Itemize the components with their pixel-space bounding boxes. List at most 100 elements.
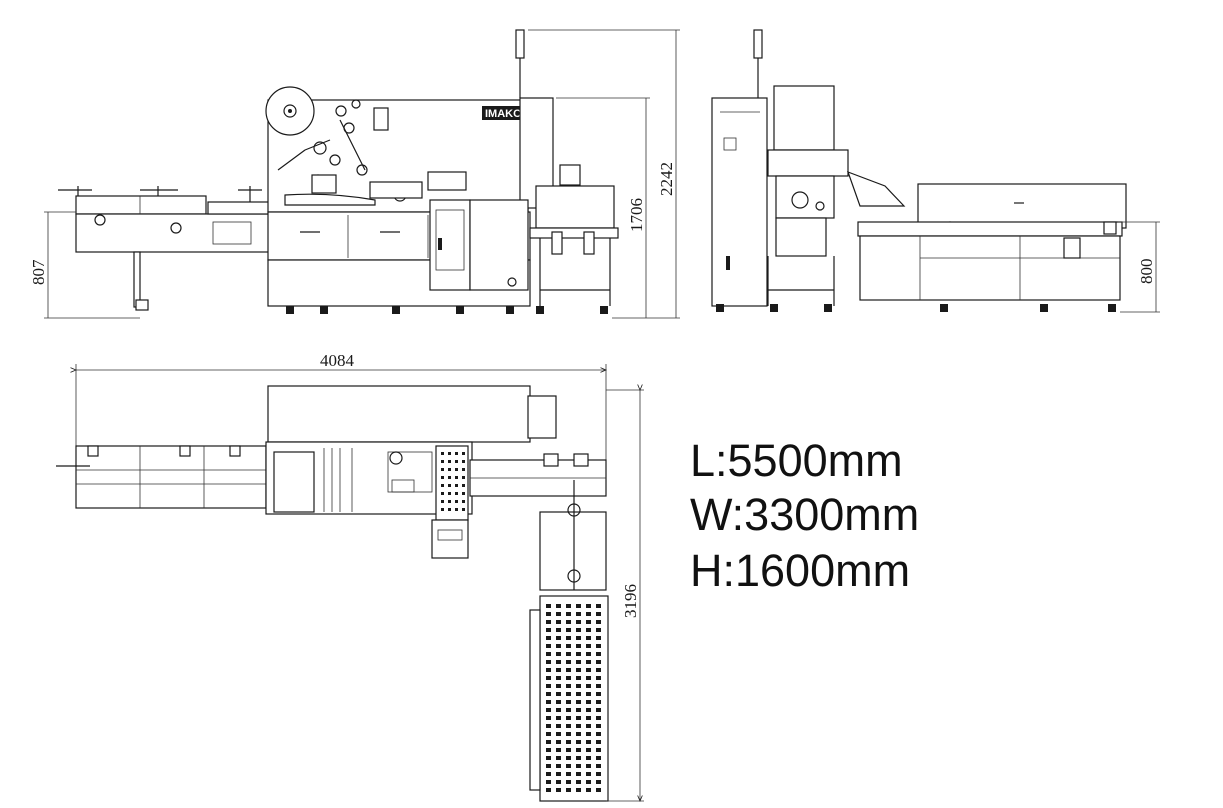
- vent-slot: [596, 652, 601, 656]
- panel-dot: [462, 500, 465, 503]
- panel-dot: [455, 452, 458, 455]
- panel-dot: [441, 484, 444, 487]
- vent-slot: [546, 628, 551, 632]
- vent-slot: [576, 604, 581, 608]
- vent-slot: [546, 732, 551, 736]
- vent-slot: [576, 748, 581, 752]
- vent-slot: [546, 740, 551, 744]
- vent-slot: [596, 764, 601, 768]
- panel-dot: [441, 460, 444, 463]
- vent-slot: [576, 668, 581, 672]
- vent-slot: [546, 612, 551, 616]
- vent-slot: [566, 644, 571, 648]
- vent-slot: [556, 748, 561, 752]
- vent-slot: [566, 692, 571, 696]
- vent-slot: [546, 788, 551, 792]
- vent-slot: [576, 708, 581, 712]
- vent-slot: [556, 636, 561, 640]
- vent-slot: [566, 788, 571, 792]
- vent-slot: [586, 636, 591, 640]
- vent-slot: [556, 756, 561, 760]
- vent-slot: [596, 636, 601, 640]
- vent-slot: [576, 620, 581, 624]
- panel-dot: [448, 484, 451, 487]
- panel-dot: [462, 476, 465, 479]
- vent-slot: [566, 684, 571, 688]
- panel-dot: [455, 492, 458, 495]
- vent-slot: [586, 780, 591, 784]
- vent-slot: [556, 612, 561, 616]
- vent-slot: [586, 612, 591, 616]
- vent-slot: [556, 772, 561, 776]
- panel-dot: [441, 452, 444, 455]
- vent-slot: [566, 676, 571, 680]
- vent-slot: [576, 628, 581, 632]
- vent-slot: [576, 612, 581, 616]
- vent-slot: [566, 612, 571, 616]
- side-feet: [716, 304, 1116, 312]
- panel-dot: [455, 484, 458, 487]
- vent-slot: [596, 756, 601, 760]
- vent-slot: [586, 788, 591, 792]
- vent-slot: [576, 756, 581, 760]
- vent-slot: [596, 716, 601, 720]
- vent-slot: [556, 692, 561, 696]
- dim-top-width: 3196: [621, 584, 640, 618]
- vent-slot: [556, 724, 561, 728]
- vent-slot: [546, 724, 551, 728]
- panel-dot: [441, 476, 444, 479]
- vent-slot: [566, 628, 571, 632]
- vent-slot: [586, 756, 591, 760]
- vent-slot: [596, 724, 601, 728]
- vent-slot: [566, 732, 571, 736]
- vent-slot: [586, 676, 591, 680]
- panel-dot: [441, 500, 444, 503]
- panel-dot: [441, 468, 444, 471]
- vent-slot: [556, 652, 561, 656]
- vent-slot: [566, 700, 571, 704]
- vent-slot: [596, 700, 601, 704]
- vent-slot: [576, 684, 581, 688]
- vent-slot: [546, 676, 551, 680]
- panel-dot: [455, 508, 458, 511]
- wrapping-station-detail: [323, 448, 433, 512]
- vent-slot: [586, 724, 591, 728]
- vent-slot: [586, 716, 591, 720]
- vent-slot: [546, 780, 551, 784]
- vent-slot: [566, 748, 571, 752]
- panel-dot: [448, 500, 451, 503]
- vent-slot: [596, 740, 601, 744]
- panel-dot: [455, 500, 458, 503]
- vent-slot: [546, 756, 551, 760]
- front-dimensions: 807 2242 1706: [29, 29, 680, 319]
- panel-dot: [448, 468, 451, 471]
- vent-slot: [556, 660, 561, 664]
- vent-slot: [556, 764, 561, 768]
- panel-dot: [455, 476, 458, 479]
- vent-slot: [556, 620, 561, 624]
- vent-slot: [546, 604, 551, 608]
- vent-slot: [546, 644, 551, 648]
- dim-side-height: 800: [1137, 259, 1156, 285]
- panel-dot: [462, 468, 465, 471]
- panel-dot: [462, 508, 465, 511]
- vent-slot: [556, 684, 561, 688]
- panel-dot: [455, 468, 458, 471]
- vent-slot: [576, 772, 581, 776]
- vent-slot: [596, 676, 601, 680]
- vent-slot: [596, 644, 601, 648]
- vent-slot: [586, 764, 591, 768]
- side-view: 800: [711, 29, 1160, 313]
- vent-slot: [546, 708, 551, 712]
- vent-slot: [566, 620, 571, 624]
- panel-dot: [462, 452, 465, 455]
- vent-slot: [576, 732, 581, 736]
- vent-slot: [596, 748, 601, 752]
- vent-slot: [576, 652, 581, 656]
- vent-slot: [566, 652, 571, 656]
- dim-front-infeed-height: 807: [29, 259, 48, 285]
- vent-slot: [556, 780, 561, 784]
- vent-slot: [586, 700, 591, 704]
- vent-slot: [566, 724, 571, 728]
